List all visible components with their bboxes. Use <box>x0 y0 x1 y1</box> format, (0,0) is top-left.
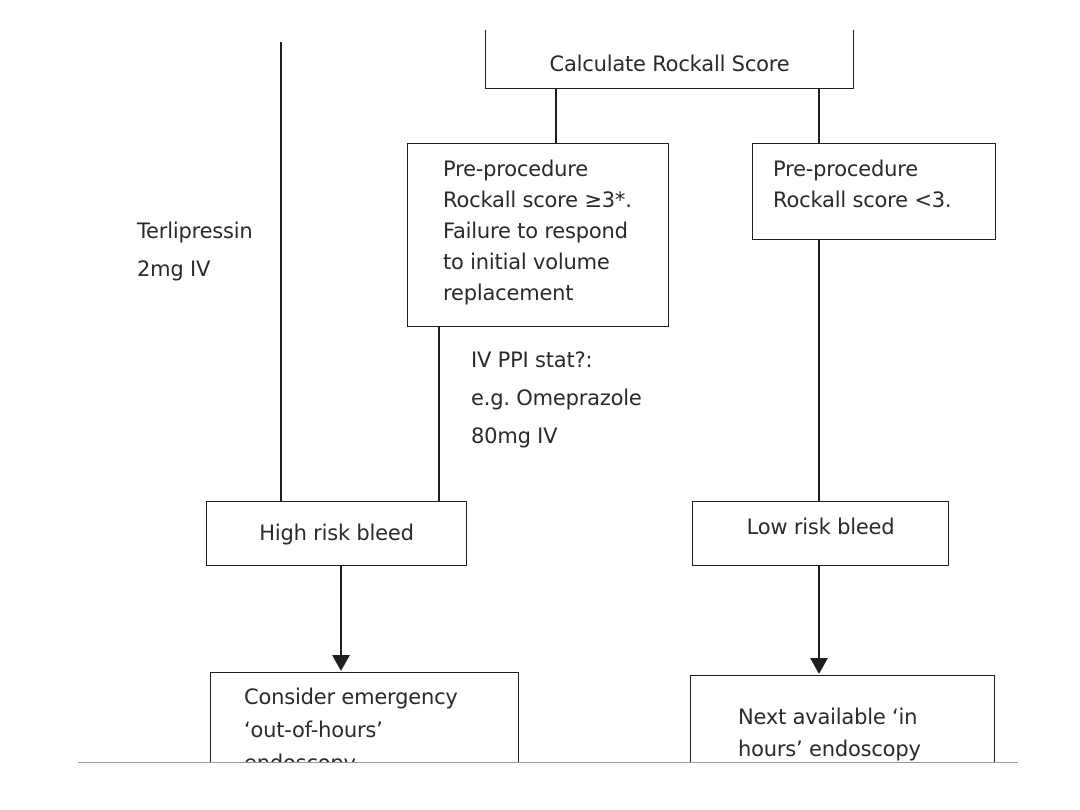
low-risk-bleed-box: Low risk bleed <box>692 501 949 566</box>
low-risk-bleed-label: Low risk bleed <box>746 515 895 539</box>
connector-low-risk-to-in-hours <box>818 565 820 659</box>
arrow-down-icon <box>810 658 828 674</box>
connector-high-risk-to-emergency <box>340 565 342 657</box>
emergency-line-2: ‘out-of-hours’ <box>244 718 383 742</box>
ppi-line-2: e.g. Omeprazole <box>471 386 642 410</box>
page-bottom-rule <box>78 762 1018 764</box>
emergency-line-1: Consider emergency <box>244 685 458 709</box>
ppi-line-1: IV PPI stat?: <box>471 348 593 372</box>
calculate-rockall-box: Calculate Rockall Score <box>485 30 854 89</box>
connector-rockall-to-low-score <box>818 88 820 143</box>
page-crop-area <box>0 763 1080 810</box>
terlipressin-line-1: Terlipressin <box>137 219 253 243</box>
ppi-line-3: 80mg IV <box>471 424 558 448</box>
high-score-line-1: Pre-procedure <box>443 157 588 181</box>
low-score-line-2: Rockall score <3. <box>773 188 952 212</box>
high-rockall-score-box: Pre-procedure Rockall score ≥3*. Failure… <box>407 143 669 327</box>
connector-low-score-to-low-risk <box>818 239 820 502</box>
high-score-line-4: to initial volume <box>443 250 610 274</box>
high-risk-bleed-box: High risk bleed <box>206 501 467 566</box>
high-score-line-2: Rockall score ≥3*. <box>443 188 632 212</box>
terlipressin-line <box>280 42 282 502</box>
high-score-line-5: replacement <box>443 281 574 305</box>
low-rockall-score-box: Pre-procedure Rockall score <3. <box>752 143 996 240</box>
high-score-line-3: Failure to respond <box>443 219 628 243</box>
arrow-down-icon <box>332 655 350 671</box>
in-hours-line-1: Next available ‘in <box>738 705 918 729</box>
terlipressin-line-2: 2mg IV <box>137 257 211 281</box>
connector-rockall-to-high-score <box>555 88 557 143</box>
low-score-line-1: Pre-procedure <box>773 157 918 181</box>
high-risk-bleed-label: High risk bleed <box>259 521 414 545</box>
connector-high-score-to-high-risk <box>438 326 440 502</box>
in-hours-line-2: hours’ endoscopy <box>738 737 921 761</box>
calculate-rockall-label: Calculate Rockall Score <box>549 52 790 76</box>
